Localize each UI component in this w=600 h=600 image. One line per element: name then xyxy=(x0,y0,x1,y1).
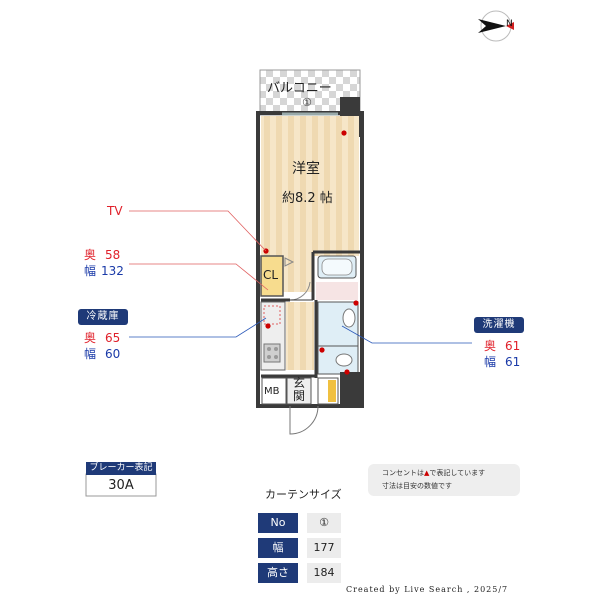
closet-depth-label: 奥 xyxy=(84,248,97,262)
western-room-floor xyxy=(261,116,359,256)
curtain-header-height: 高さ xyxy=(258,563,298,583)
washer-badge: 洗濯機 xyxy=(474,317,524,333)
curtain-value-no: ① xyxy=(307,513,341,533)
mb-label: MB xyxy=(264,386,280,397)
washer-width-label: 幅 xyxy=(484,355,497,369)
dimension-note-line: 寸法は目安の数値です xyxy=(382,482,452,490)
closet-area xyxy=(260,255,284,297)
fridge-depth-value: 65 xyxy=(105,331,121,345)
curtain-value-width: 177 xyxy=(307,538,341,558)
washer-width-value: 61 xyxy=(505,355,521,369)
fridge-width-label: 幅 xyxy=(84,347,97,361)
fridge-depth-label: 奥 xyxy=(84,331,97,345)
balcony-window-marker: ① xyxy=(302,96,312,109)
washer-depth-value: 61 xyxy=(505,339,521,353)
outlet-symbol-icon: ▲ xyxy=(424,469,430,477)
entrance-label: 玄関 xyxy=(293,376,306,403)
breaker-value: 30A xyxy=(108,478,134,493)
balcony-label: バルコニー xyxy=(267,81,332,96)
curtain-header-no: No xyxy=(258,513,298,533)
breaker-badge: ブレーカー表記 xyxy=(86,462,156,475)
curtain-value-height: 184 xyxy=(307,563,341,583)
compass-icon xyxy=(478,10,514,42)
credit-text: Created by Live Search , 2025/7 xyxy=(346,585,509,594)
fridge-width-value: 60 xyxy=(105,347,121,361)
fridge-badge: 冷蔵庫 xyxy=(78,309,128,325)
western-room-size: 約8.2 帖 xyxy=(282,191,333,206)
compass-label: N xyxy=(506,19,513,29)
washer-depth-label: 奥 xyxy=(484,339,497,353)
closet-width-label: 幅 xyxy=(84,264,97,278)
closet-depth-value: 58 xyxy=(105,248,121,262)
outlet-note-line: コンセントは▲で表記しています xyxy=(382,468,485,479)
closet-label: CL xyxy=(263,268,279,282)
curtain-title: カーテンサイズ xyxy=(265,488,342,501)
curtain-header-width: 幅 xyxy=(258,538,298,558)
outlet-note-pre: コンセントは xyxy=(382,469,424,477)
closet-width-value: 132 xyxy=(101,264,124,278)
western-room-label: 洋室 xyxy=(292,161,320,177)
outlet-note-post: で表記しています xyxy=(429,469,486,477)
tv-label: TV xyxy=(107,204,123,218)
